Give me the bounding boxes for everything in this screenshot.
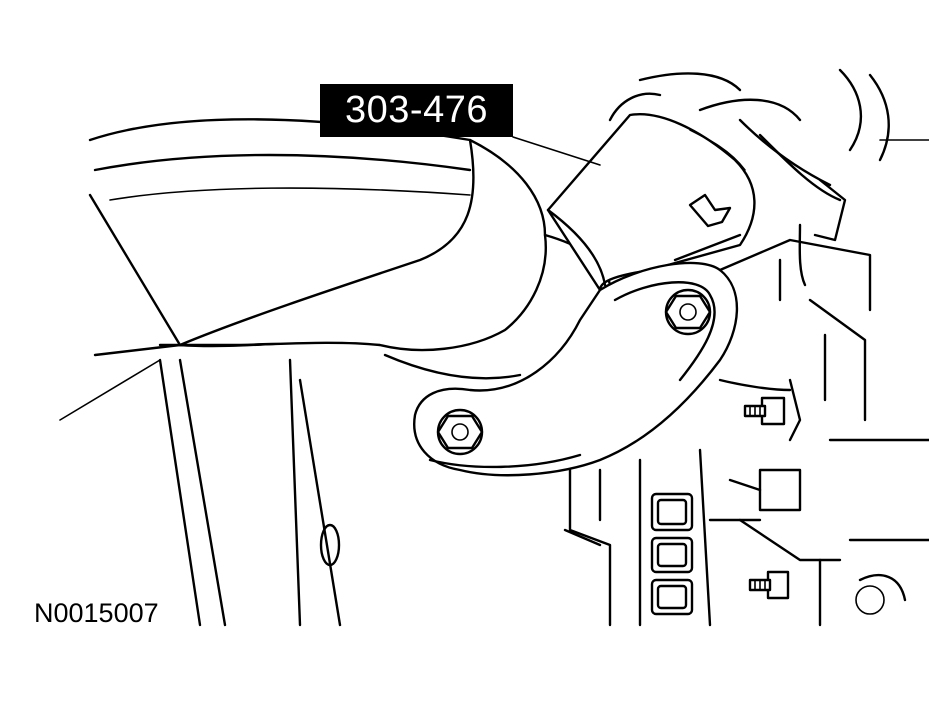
tool-arrow-mark-icon xyxy=(688,193,732,228)
stud-nut-icon xyxy=(743,396,786,426)
special-tool-body xyxy=(178,138,612,380)
figure-id-label: N0015007 xyxy=(34,598,159,628)
lower-flange-bolt xyxy=(436,408,484,456)
lower-stud xyxy=(748,570,790,600)
upper-stud xyxy=(743,396,786,426)
mounting-flange xyxy=(413,261,739,477)
tool-number-callout xyxy=(320,84,513,137)
callout-leader-line xyxy=(512,136,601,166)
wiring-harness xyxy=(638,68,929,287)
front-cover-outline xyxy=(59,118,472,627)
stud-nut-icon xyxy=(748,570,790,600)
hex-bolt-icon xyxy=(664,288,712,336)
upper-flange-bolt xyxy=(664,288,712,336)
ribbed-housing xyxy=(563,448,762,627)
sensor-connector xyxy=(546,92,756,292)
tool-number-label: 303-476 xyxy=(345,89,488,131)
engine-block xyxy=(718,238,929,627)
hex-bolt-icon xyxy=(436,408,484,456)
